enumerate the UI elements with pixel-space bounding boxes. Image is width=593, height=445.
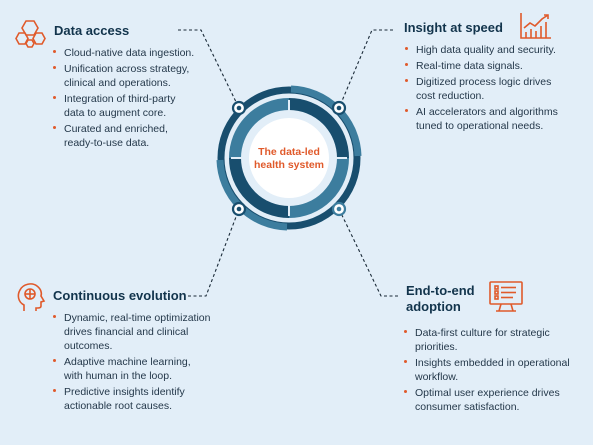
head-brain-icon <box>17 283 46 311</box>
monitor-checklist-icon <box>489 281 523 312</box>
continuous-evolution-item-2: Adaptive machine learning,with human in … <box>51 355 226 383</box>
data-access-list: Cloud-native data ingestion. Unification… <box>51 46 216 152</box>
connector-dots <box>231 100 347 217</box>
insight-title: Insight at speed <box>404 20 503 35</box>
connector-insight <box>338 29 393 109</box>
center-label-line1: The data-led <box>258 146 320 158</box>
data-access-item-2: Unification across strategy,clinical and… <box>51 62 216 90</box>
data-access-item-4: Curated and enriched,ready-to-use data. <box>51 122 216 150</box>
insight-list: High data quality and security. Real-tim… <box>403 43 588 135</box>
data-access-item-1: Cloud-native data ingestion. <box>51 46 216 60</box>
inner-ring <box>229 98 349 218</box>
insight-item-2: Real-time data signals. <box>403 59 588 73</box>
insight-item-1: High data quality and security. <box>403 43 588 57</box>
center-label-line2: health system <box>253 159 325 171</box>
end-to-end-title-line2: adoption <box>406 299 461 314</box>
center-disc <box>249 118 329 198</box>
connector-end-to-end <box>338 208 398 297</box>
data-access-title: Data access <box>54 23 130 38</box>
end-to-end-title: End-to-end adoption <box>406 283 475 315</box>
continuous-evolution-title: Continuous evolution <box>53 288 187 303</box>
end-to-end-title-line1: End-to-end <box>406 283 475 298</box>
growth-chart-icon <box>520 13 551 39</box>
center-label: The data-led health system <box>240 146 338 172</box>
connector-data-access <box>178 29 240 109</box>
connector-continuous <box>188 208 240 297</box>
hexagon-network-icon <box>15 20 46 48</box>
